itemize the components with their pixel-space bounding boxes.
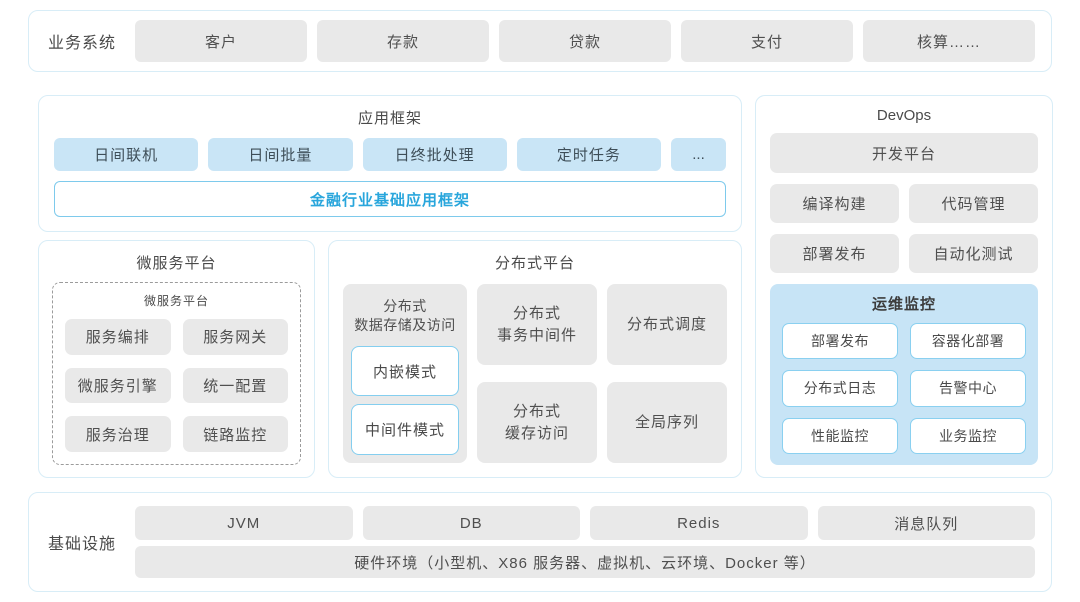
dist-item-scheduling: 分布式调度 (607, 284, 727, 365)
ms-item-microservice-engine: 微服务引擎 (65, 367, 171, 404)
infra-item-jvm: JVM (135, 506, 353, 540)
distributed-platform-title: 分布式平台 (494, 255, 575, 272)
business-systems-label: 业务系统 (47, 35, 116, 52)
middle-left-column: 应用框架 日间联机 日间批量 日终批处理 定时任务 ... 金融行业基础应用框架… (38, 95, 742, 478)
devops-tools: 编译构建 代码管理 部署发布 自动化测试 (770, 184, 1038, 273)
business-systems-section: 业务系统 客户 存款 贷款 支付 核算…… (28, 10, 1052, 72)
microservice-inner-title: 微服务平台 (143, 294, 209, 308)
distributed-storage-title: 分布式 数据存储及访问 (354, 298, 456, 333)
business-item-accounting: 核算…… (863, 20, 1035, 62)
monitor-item-deploy-release: 部署发布 (782, 323, 898, 360)
distributed-storage-box: 分布式 数据存储及访问 内嵌模式 中间件模式 (343, 284, 467, 463)
devops-tool-compile-build: 编译构建 (770, 184, 899, 223)
monitor-item-business-monitor: 业务监控 (910, 417, 1026, 454)
dist-item-global-sequence: 全局序列 (607, 382, 727, 463)
framework-item-scheduled-task: 定时任务 (516, 138, 661, 171)
ms-item-service-orchestration: 服务编排 (65, 319, 171, 355)
storage-mode-middleware: 中间件模式 (351, 404, 459, 455)
business-item-payment: 支付 (681, 20, 853, 62)
ms-item-service-governance: 服务治理 (65, 416, 171, 452)
devops-tool-code-management: 代码管理 (909, 184, 1038, 223)
ms-item-unified-config: 统一配置 (182, 367, 288, 404)
middle-zone: 应用框架 日间联机 日间批量 日终批处理 定时任务 ... 金融行业基础应用框架… (38, 95, 1053, 478)
ops-monitoring-title: 运维监控 (871, 296, 936, 313)
microservice-platform-section: 微服务平台 微服务平台 服务编排 服务网关 微服务引擎 统一配置 服务治理 链路… (38, 240, 315, 478)
framework-item-daytime-online: 日间联机 (54, 138, 199, 171)
microservice-items: 服务编排 服务网关 微服务引擎 统一配置 服务治理 链路监控 (65, 319, 288, 452)
app-framework-items: 日间联机 日间批量 日终批处理 定时任务 ... (54, 138, 726, 171)
infra-item-message-queue: 消息队列 (817, 506, 1035, 540)
devops-section: DevOps 开发平台 编译构建 代码管理 部署发布 自动化测试 运维监控 部署… (755, 95, 1053, 478)
dist-item-transaction-middleware: 分布式 事务中间件 (477, 284, 597, 365)
business-item-customer: 客户 (135, 20, 307, 62)
infra-item-redis: Redis (590, 506, 808, 540)
framework-item-more: ... (671, 138, 726, 171)
microservice-platform-title: 微服务平台 (136, 255, 217, 272)
devops-tool-automated-testing: 自动化测试 (909, 234, 1038, 273)
microservice-inner-group: 微服务平台 服务编排 服务网关 微服务引擎 统一配置 服务治理 链路监控 (52, 282, 301, 465)
framework-item-daytime-batch: 日间批量 (208, 138, 353, 171)
app-framework-title: 应用框架 (357, 110, 422, 127)
devops-tool-deploy-release: 部署发布 (770, 234, 899, 273)
monitor-item-alert-center: 告警中心 (910, 370, 1026, 407)
business-item-deposit: 存款 (317, 20, 489, 62)
ops-monitoring-items: 部署发布 容器化部署 分布式日志 告警中心 性能监控 业务监控 (782, 323, 1026, 454)
infrastructure-row: JVM DB Redis 消息队列 (135, 506, 1035, 540)
distributed-platform-section: 分布式平台 分布式 数据存储及访问 内嵌模式 中间件模式 分布式 事务中间件 分… (328, 240, 742, 478)
monitor-item-performance-monitor: 性能监控 (782, 417, 898, 454)
business-systems-items: 客户 存款 贷款 支付 核算…… (135, 20, 1035, 62)
distributed-middle-column: 分布式 事务中间件 分布式 缓存访问 (477, 284, 597, 463)
app-framework-section: 应用框架 日间联机 日间批量 日终批处理 定时任务 ... 金融行业基础应用框架 (38, 95, 742, 232)
devops-title: DevOps (876, 107, 932, 124)
base-framework-box: 金融行业基础应用框架 (54, 181, 726, 217)
architecture-diagram: 业务系统 客户 存款 贷款 支付 核算…… 应用框架 日间联机 日间批量 日终批… (0, 10, 1080, 602)
infra-hardware-environment: 硬件环境（小型机、X86 服务器、虚拟机、云环境、Docker 等） (135, 546, 1035, 578)
infra-item-db: DB (362, 506, 580, 540)
ms-item-service-gateway: 服务网关 (182, 319, 288, 355)
storage-mode-embedded: 内嵌模式 (351, 345, 459, 397)
framework-item-eod-batch: 日终批处理 (362, 138, 507, 171)
monitor-item-container-deploy: 容器化部署 (910, 323, 1026, 360)
infrastructure-section: 基础设施 JVM DB Redis 消息队列 硬件环境（小型机、X86 服务器、… (28, 492, 1052, 592)
business-item-loan: 贷款 (499, 20, 671, 62)
platform-row: 微服务平台 微服务平台 服务编排 服务网关 微服务引擎 统一配置 服务治理 链路… (38, 240, 742, 478)
distributed-right-column: 分布式调度 全局序列 (607, 284, 727, 463)
devops-dev-platform: 开发平台 (770, 133, 1038, 173)
ops-monitoring-panel: 运维监控 部署发布 容器化部署 分布式日志 告警中心 性能监控 业务监控 (770, 284, 1038, 465)
infrastructure-items: JVM DB Redis 消息队列 硬件环境（小型机、X86 服务器、虚拟机、云… (135, 506, 1035, 578)
monitor-item-distributed-log: 分布式日志 (782, 370, 898, 407)
dist-item-cache-access: 分布式 缓存访问 (477, 382, 597, 463)
distributed-items: 分布式 数据存储及访问 内嵌模式 中间件模式 分布式 事务中间件 分布式 缓存访… (343, 284, 727, 463)
infrastructure-label: 基础设施 (47, 536, 116, 553)
ms-item-trace-monitoring: 链路监控 (182, 416, 288, 452)
